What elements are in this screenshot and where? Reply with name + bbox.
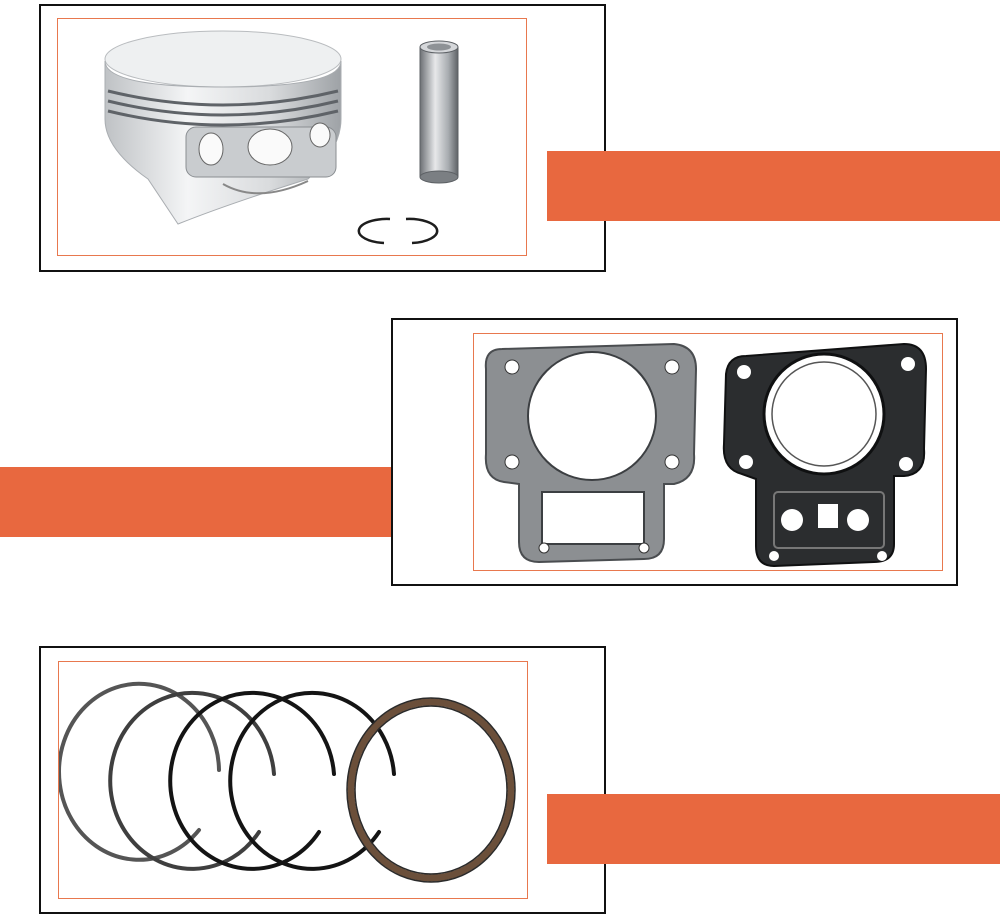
piston-kit-inner-frame — [57, 18, 527, 256]
piston-kit-panel — [39, 4, 606, 272]
piston-kit-illustration — [104, 30, 459, 245]
piston-rings-inner-frame — [58, 661, 528, 899]
piston-ring-icon — [59, 681, 516, 883]
piston-icon — [104, 30, 342, 225]
gasket-inner-frame — [473, 333, 943, 571]
wrist-pin-icon — [419, 40, 459, 184]
accent-bar-top — [547, 151, 1000, 221]
circlip-icon — [357, 217, 439, 245]
accent-bar-bottom — [547, 794, 1000, 864]
accent-bar-middle — [0, 467, 451, 537]
piston-rings-illustration — [59, 681, 516, 883]
cylinder-base-gasket-icon — [484, 342, 698, 564]
gasket-panel — [391, 318, 958, 586]
piston-rings-panel — [39, 646, 606, 914]
gasket-illustration — [484, 342, 928, 568]
head-gasket-icon — [722, 342, 928, 568]
